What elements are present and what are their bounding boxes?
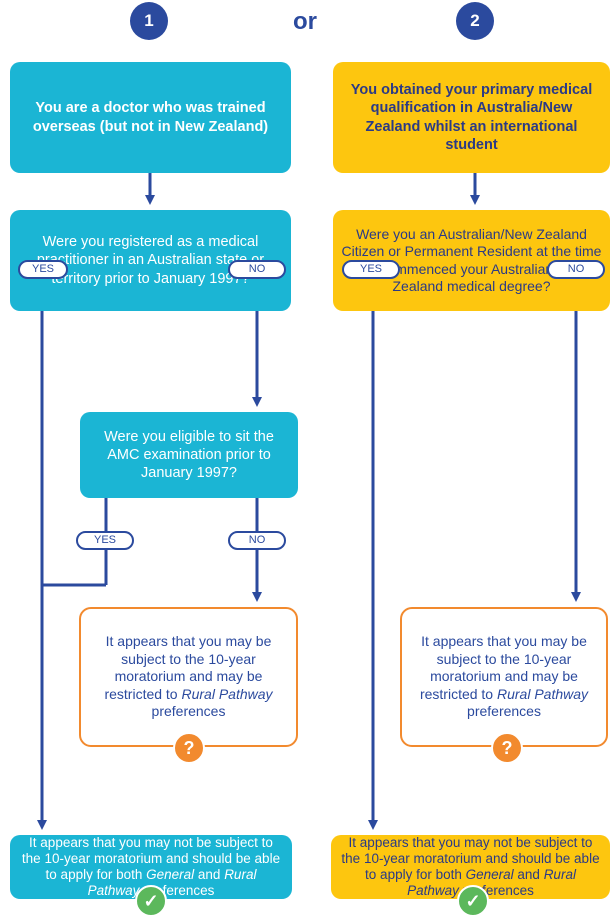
step-2-number: 2 — [470, 11, 480, 30]
left-restricted-box: It appears that you may be subject to th… — [79, 607, 298, 747]
right-restricted-text: It appears that you may be subject to th… — [419, 633, 589, 720]
left-q1-yes-pill: YES — [18, 260, 68, 279]
left-ok-text: It appears that you may not be subject t… — [21, 834, 281, 899]
left-q2-yes-pill: YES — [76, 531, 134, 550]
left-q1-no-pill: NO — [228, 260, 286, 279]
left-ok-box: It appears that you may not be subject t… — [10, 835, 292, 899]
step-1-number: 1 — [144, 11, 154, 30]
left-question-1-box: Were you registered as a medical practit… — [10, 210, 291, 311]
left-q2-no-pill: NO — [228, 531, 286, 550]
check-icon: ✓ — [135, 885, 167, 917]
right-ok-text: It appears that you may not be subject t… — [341, 834, 600, 899]
right-start-box: You obtained your primary medical qualif… — [333, 62, 610, 173]
check-icon: ✓ — [457, 885, 489, 917]
right-start-text: You obtained your primary medical qualif… — [350, 82, 593, 153]
step-1-badge: 1 — [130, 2, 168, 40]
left-start-text: You are a doctor who was trained oversea… — [32, 100, 269, 135]
right-question-1-text: Were you an Australian/New Zealand Citiz… — [341, 225, 602, 295]
left-question-2-text: Were you eligible to sit the AMC examina… — [104, 428, 274, 482]
question-icon: ? — [173, 732, 205, 764]
right-restricted-box: It appears that you may be subject to th… — [400, 607, 608, 747]
left-start-box: You are a doctor who was trained oversea… — [10, 62, 291, 173]
or-label: or — [293, 8, 317, 35]
question-icon: ? — [491, 732, 523, 764]
left-question-2-box: Were you eligible to sit the AMC examina… — [80, 412, 298, 498]
left-restricted-text: It appears that you may be subject to th… — [104, 633, 273, 720]
left-question-1-text: Were you registered as a medical practit… — [36, 234, 265, 287]
step-2-badge: 2 — [456, 2, 494, 40]
right-q1-no-pill: NO — [547, 260, 605, 279]
right-question-1-box: Were you an Australian/New Zealand Citiz… — [333, 210, 610, 311]
right-q1-yes-pill: YES — [342, 260, 400, 279]
